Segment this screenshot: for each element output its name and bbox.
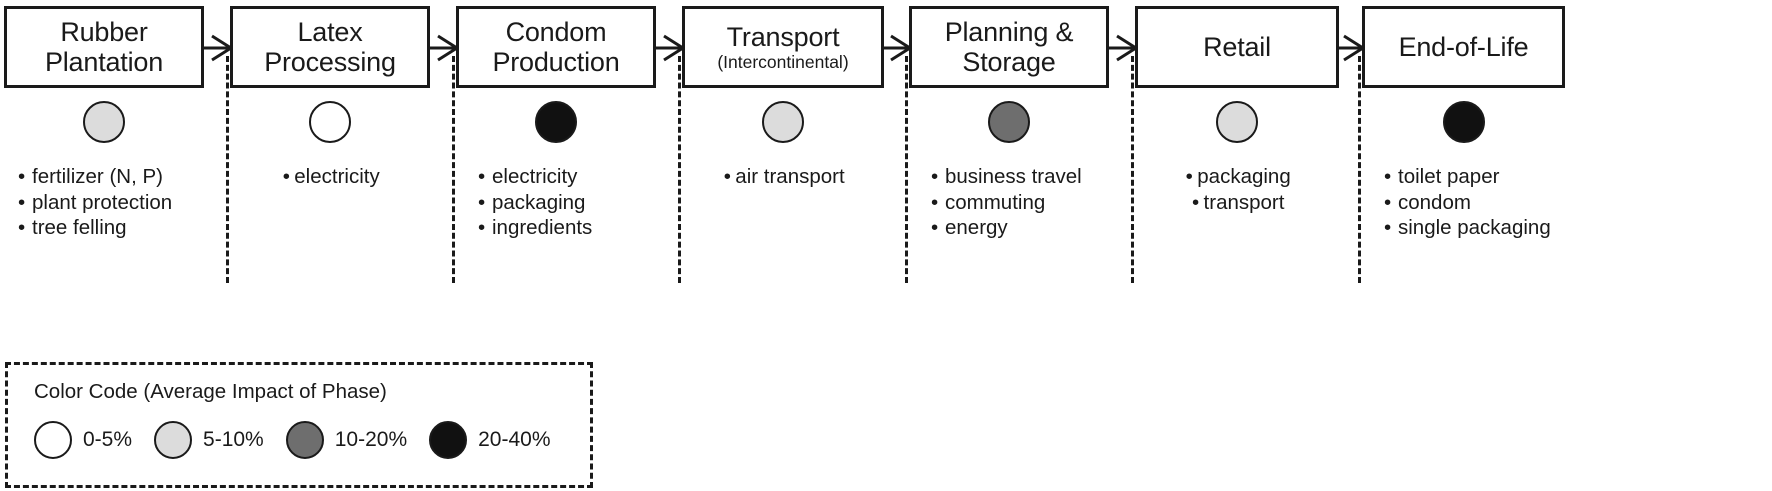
list-item: packaging: [478, 190, 656, 216]
phase-items-planning-and-storage: business travelcommutingenergy: [909, 164, 1109, 241]
phase-title-transport: Transport: [726, 21, 840, 52]
legend-label: 5-10%: [203, 428, 264, 451]
phase-box-retail[interactable]: Retail: [1135, 6, 1339, 88]
legend-box: Color Code (Average Impact of Phase) 0-5…: [5, 362, 593, 488]
phase-planning-and-storage: Planning & Storage business travelcommuti…: [909, 6, 1109, 291]
phase-divider: [1131, 56, 1134, 283]
legend-swatch-icon: [429, 421, 468, 459]
phase-retail: Retail packagingtransport: [1135, 6, 1339, 291]
impact-circle-transport: [762, 101, 804, 143]
list-item: transport: [1135, 190, 1339, 216]
phase-rubber-plantation: Rubber Plantation fertilizer (N, P)plant …: [4, 6, 204, 291]
arrow-connector-icon: [1337, 34, 1364, 62]
phase-divider: [226, 56, 229, 283]
list-item: energy: [931, 215, 1109, 241]
impact-circle-latex-processing: [309, 101, 351, 143]
list-item: condom: [1384, 190, 1565, 216]
phase-box-rubber-plantation[interactable]: Rubber Plantation: [4, 6, 204, 88]
list-item: ingredients: [478, 215, 656, 241]
phase-end-of-life: End-of-Life toilet papercondomsingle pack…: [1362, 6, 1565, 291]
legend-title: Color Code (Average Impact of Phase): [34, 380, 387, 403]
legend-swatch-icon: [34, 421, 72, 459]
phase-title-rubber-plantation: Rubber Plantation: [44, 16, 164, 77]
phase-divider: [1358, 56, 1361, 283]
impact-circle-rubber-plantation: [83, 101, 125, 143]
list-item: tree felling: [18, 215, 204, 241]
phase-box-condom-production[interactable]: Condom Production: [456, 6, 656, 88]
list-item: air transport: [682, 164, 884, 190]
legend-item: 5-10%: [154, 421, 264, 459]
legend-item: 10-20%: [285, 421, 408, 459]
phase-items-condom-production: electricitypackagingingredients: [456, 164, 656, 241]
legend-items: 0-5% 5-10% 10-20% 20-40%: [34, 421, 573, 459]
phase-items-transport: air transport: [682, 164, 884, 190]
list-item: fertilizer (N, P): [18, 164, 204, 190]
phase-divider: [678, 56, 681, 283]
phase-box-latex-processing[interactable]: Latex Processing: [230, 6, 430, 88]
phase-items-end-of-life: toilet papercondomsingle packaging: [1362, 164, 1565, 241]
arrow-connector-icon: [202, 34, 232, 62]
impact-circle-retail: [1216, 101, 1258, 143]
phase-items-retail: packagingtransport: [1135, 164, 1339, 215]
phase-items-latex-processing: electricity: [230, 164, 430, 190]
legend-item: 0-5%: [34, 421, 132, 459]
legend-swatch-icon: [285, 421, 324, 459]
phase-title-planning-and-storage: Planning & Storage: [944, 16, 1074, 77]
phase-box-transport[interactable]: Transport(Intercontinental): [682, 6, 884, 88]
phase-transport: Transport(Intercontinental) air transport: [682, 6, 884, 291]
phase-box-end-of-life[interactable]: End-of-Life: [1362, 6, 1565, 88]
list-item: electricity: [478, 164, 656, 190]
arrow-connector-icon: [882, 34, 911, 62]
legend-label: 20-40%: [478, 428, 551, 451]
phase-items-rubber-plantation: fertilizer (N, P)plant protectiontree fe…: [4, 164, 204, 241]
impact-circle-condom-production: [535, 101, 577, 143]
phase-box-planning-and-storage[interactable]: Planning & Storage: [909, 6, 1109, 88]
arrow-connector-icon: [1107, 34, 1137, 62]
list-item: packaging: [1135, 164, 1339, 190]
arrow-connector-icon: [654, 34, 684, 62]
list-item: plant protection: [18, 190, 204, 216]
phase-title-condom-production: Condom Production: [492, 16, 620, 77]
legend-label: 10-20%: [334, 428, 408, 451]
legend-item: 20-40%: [429, 421, 551, 459]
legend-swatch-icon: [154, 421, 193, 459]
legend-label: 0-5%: [83, 428, 133, 451]
impact-circle-end-of-life: [1442, 101, 1485, 143]
phase-condom-production: Condom Production electricitypackaginging…: [456, 6, 656, 291]
list-item: business travel: [931, 164, 1109, 190]
arrow-connector-icon: [428, 34, 458, 62]
phase-row: Rubber Plantation fertilizer (N, P)plant …: [0, 6, 1772, 291]
phase-latex-processing: Latex Processing electricity: [230, 6, 430, 291]
phase-title-retail: Retail: [1203, 31, 1271, 62]
phase-divider: [452, 56, 455, 283]
impact-circle-planning-and-storage: [988, 101, 1030, 143]
list-item: toilet paper: [1384, 164, 1565, 190]
list-item: single packaging: [1384, 215, 1565, 241]
phase-subtitle-transport: (Intercontinental): [717, 51, 849, 72]
phase-title-latex-processing: Latex Processing: [264, 16, 396, 77]
phase-divider: [905, 56, 908, 283]
list-item: electricity: [230, 164, 430, 190]
phase-title-end-of-life: End-of-Life: [1398, 31, 1529, 62]
list-item: commuting: [931, 190, 1109, 216]
